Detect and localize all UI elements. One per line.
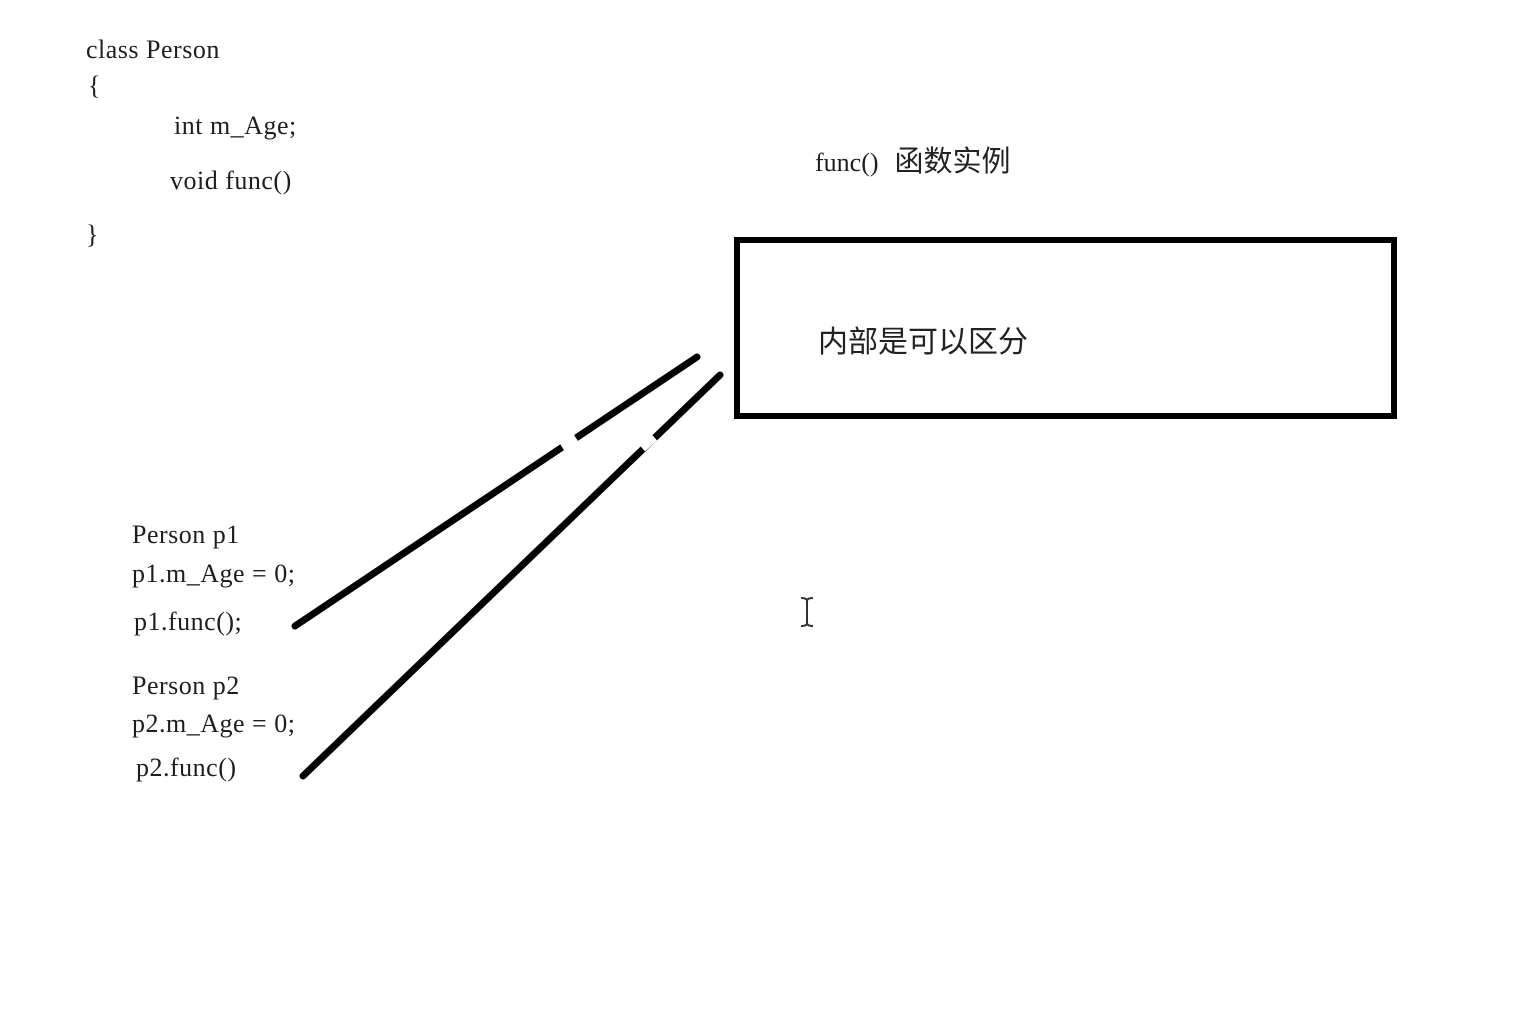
p2-assignment: p2.m_Age = 0; xyxy=(132,709,296,738)
function-instance-label: func() 函数实例 xyxy=(815,138,1011,180)
connector-gap-2 xyxy=(638,433,658,452)
p1-assignment: p1.m_Age = 0; xyxy=(132,559,296,588)
member-function-line: void func() xyxy=(170,166,292,195)
member-variable-line: int m_Age; xyxy=(174,111,297,140)
connector-p1-to-func xyxy=(291,353,701,630)
class-header-line: class Person xyxy=(86,35,220,64)
connector-p2-to-func xyxy=(299,371,724,780)
function-box-text: 内部是可以区分 xyxy=(818,325,1028,360)
p2-func-call: p2.func() xyxy=(136,753,237,782)
p1-declaration: Person p1 xyxy=(132,520,240,549)
function-name: func() xyxy=(815,148,879,177)
connector-gap-1 xyxy=(559,434,579,451)
p2-declaration: Person p2 xyxy=(132,671,240,700)
function-instance-caption: 函数实例 xyxy=(894,144,1011,178)
p1-func-call: p1.func(); xyxy=(134,607,243,636)
function-instance-box: 内部是可以区分 xyxy=(734,237,1397,419)
open-brace: { xyxy=(88,71,101,100)
text-cursor-icon xyxy=(800,597,814,627)
close-brace: } xyxy=(86,220,99,249)
